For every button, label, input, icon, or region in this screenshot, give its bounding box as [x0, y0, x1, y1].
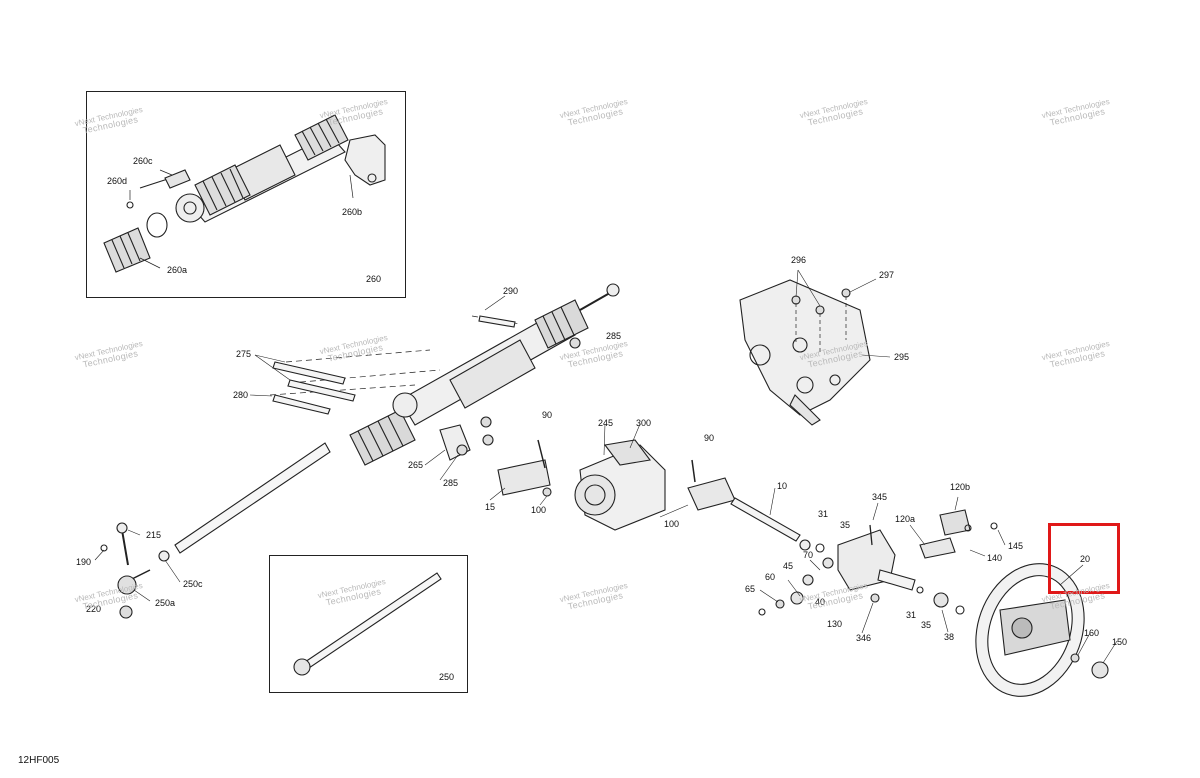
inset-top-label-260b: 260b [342, 207, 363, 217]
inset-bottom-number: 250 [439, 672, 455, 682]
boot-left-top [194, 164, 251, 216]
inset-top-number: 260 [366, 274, 382, 284]
callout-90-left: 90 [542, 410, 553, 420]
inset-rack-detail-frame [86, 91, 406, 298]
callout-265: 265 [408, 460, 424, 470]
callout-100-left: 100 [531, 505, 547, 515]
callout-290: 290 [503, 286, 519, 296]
callout-297: 297 [879, 270, 895, 280]
callout-215: 215 [146, 530, 162, 540]
callout-65: 65 [745, 584, 756, 594]
callout-150: 150 [1112, 637, 1128, 647]
callout-296: 296 [791, 255, 807, 265]
callout-220: 220 [86, 604, 102, 614]
steering-wheel-drawing [975, 563, 1109, 697]
motor-drawing [574, 439, 666, 531]
callout-90-right: 90 [704, 433, 715, 443]
callout-145: 145 [1008, 541, 1024, 551]
inset-rack-drawing [103, 114, 386, 273]
callout-280: 280 [233, 390, 249, 400]
inset-tie-rod-drawing [293, 572, 442, 676]
support-bracket-drawing [739, 279, 871, 426]
callout-60: 60 [765, 572, 776, 582]
callout-120b: 120b [950, 482, 971, 492]
boot-right-top [294, 114, 349, 161]
callout-285-top: 285 [606, 331, 622, 341]
callout-40: 40 [815, 597, 826, 607]
callout-295: 295 [894, 352, 910, 362]
inset-top-label-260a: 260a [167, 265, 188, 275]
figure-code: 12HF005 [18, 755, 60, 766]
callout-10: 10 [777, 481, 788, 491]
callout-20[interactable]: 20 [1080, 554, 1091, 564]
callout-245: 245 [598, 418, 614, 428]
inset-top-label-260d: 260d [107, 176, 128, 186]
callout-100-right: 100 [664, 519, 680, 529]
steering-column-drawing [758, 509, 998, 616]
tie-rod-end-drawing [100, 522, 170, 619]
callout-31-bottom: 31 [906, 610, 917, 620]
inset-tie-rod-frame [269, 555, 468, 693]
callout-70: 70 [803, 550, 814, 560]
callout-345: 345 [872, 492, 888, 502]
callout-38: 38 [944, 632, 955, 642]
selected-part-highlight [1048, 523, 1120, 594]
callout-285-bottom: 285 [443, 478, 459, 488]
intermediate-shaft-drawing [497, 439, 811, 551]
callout-275: 275 [236, 349, 252, 359]
callout-45: 45 [783, 561, 794, 571]
callout-346: 346 [856, 633, 872, 643]
callout-190: 190 [76, 557, 92, 567]
callout-130: 130 [827, 619, 843, 629]
leader-lines [94, 269, 1118, 664]
callout-15: 15 [485, 502, 496, 512]
callout-35-top: 35 [840, 520, 851, 530]
callout-160: 160 [1084, 628, 1100, 638]
callout-250c: 250c [183, 579, 203, 589]
callout-300: 300 [636, 418, 652, 428]
callout-250a: 250a [155, 598, 176, 608]
rack-assembly-drawing [269, 283, 620, 466]
inset-top-label-260c: 260c [133, 156, 153, 166]
callout-35-bottom: 35 [921, 620, 932, 630]
callout-120a: 120a [895, 514, 916, 524]
tube-drawing [174, 442, 331, 554]
callout-140: 140 [987, 553, 1003, 563]
callout-31-top: 31 [818, 509, 829, 519]
